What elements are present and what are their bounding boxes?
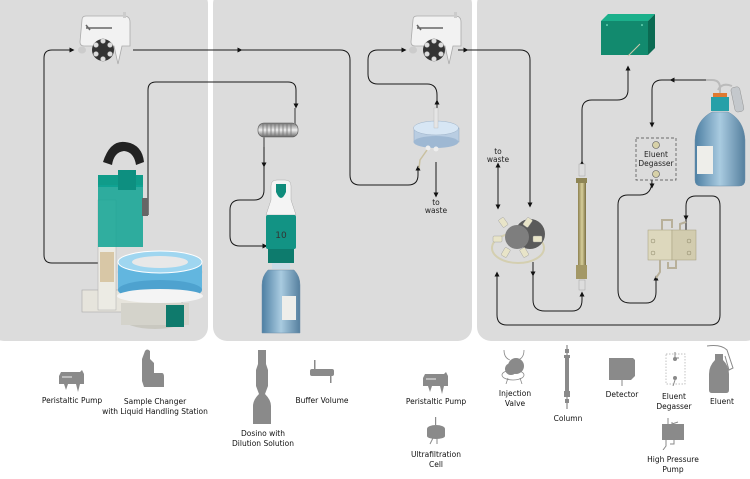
ultrafiltration-cell bbox=[413, 107, 460, 169]
injection-valve-icon bbox=[501, 350, 525, 384]
sample-changer-icon bbox=[142, 349, 164, 387]
buffer-volume-icon bbox=[310, 360, 334, 383]
waste-label-right-2: waste bbox=[487, 155, 510, 164]
peristaltic-pump-1 bbox=[78, 12, 131, 65]
waste-label-mid-1: to bbox=[432, 198, 440, 207]
tube-pump2-to-valve bbox=[466, 49, 533, 208]
tube-ufcell-to-pump2 bbox=[367, 47, 438, 110]
sample-changer bbox=[81, 141, 203, 329]
legend-eluent: Eluent bbox=[710, 397, 734, 406]
ultrafiltration-cell-icon bbox=[427, 417, 445, 445]
tube-eluent-to-degasser bbox=[649, 79, 680, 128]
legend-column: Column bbox=[553, 414, 583, 423]
detector bbox=[601, 14, 655, 57]
dosino: 10 bbox=[261, 179, 301, 334]
eluent-bottle bbox=[694, 79, 746, 187]
buffer-volume bbox=[257, 108, 299, 147]
legend-buffer-volume: Buffer Volume bbox=[295, 396, 349, 405]
degasser-label-1: Eluent bbox=[644, 150, 668, 159]
legend-ultrafiltration-cell: Ultrafiltration Cell bbox=[411, 450, 461, 469]
column bbox=[576, 163, 587, 291]
legend-peristaltic-pump-2: Peristaltic Pump bbox=[405, 397, 467, 406]
eluent-degasser-icon bbox=[665, 352, 686, 386]
high-pressure-pump-icon bbox=[662, 418, 684, 450]
tube-needle-to-buffer bbox=[147, 81, 299, 215]
tube-degasser-to-pump bbox=[617, 179, 659, 304]
legend-dosino: Dosino with Dilution Solution bbox=[232, 429, 294, 448]
waste-label-mid-2: waste bbox=[425, 206, 448, 215]
tube-column-to-detector bbox=[581, 65, 631, 172]
legend-eluent-degasser: Eluent Degasser bbox=[656, 392, 692, 411]
peristaltic-pump-2 bbox=[409, 12, 462, 65]
peristaltic-pump-icon-2 bbox=[423, 372, 448, 394]
tube-to-ufcell bbox=[240, 49, 421, 186]
legend-peristaltic-pump-1: Peristaltic Pump bbox=[41, 396, 103, 405]
column-icon bbox=[564, 345, 570, 409]
tube-pump-to-valve bbox=[494, 195, 721, 326]
detector-icon bbox=[609, 358, 635, 386]
degasser-label-2: Degasser bbox=[638, 159, 674, 168]
eluent-degasser: Eluent Degasser bbox=[635, 137, 677, 181]
legend-detector: Detector bbox=[605, 390, 639, 399]
legend-sample-changer: Sample Changer with Liquid Handling Stat… bbox=[102, 397, 208, 416]
dosino-number: 10 bbox=[275, 231, 287, 241]
flow-diagram: 10 to waste bbox=[43, 12, 746, 334]
injection-valve bbox=[491, 217, 545, 264]
dosino-icon bbox=[253, 350, 271, 424]
tubing-lines bbox=[43, 47, 721, 326]
peristaltic-pump-icon bbox=[59, 370, 84, 392]
tube-sampler-to-pump1 bbox=[43, 47, 100, 264]
tube-valve-to-column bbox=[532, 275, 585, 312]
legend-injection-valve: Injection Valve bbox=[498, 389, 532, 408]
high-pressure-pump bbox=[647, 219, 697, 279]
legend-high-pressure-pump: High Pressure Pump bbox=[647, 455, 699, 474]
tube-buffer-to-dosino bbox=[229, 165, 268, 249]
eluent-icon bbox=[707, 345, 734, 393]
waste-label-right-1: to bbox=[494, 147, 502, 156]
